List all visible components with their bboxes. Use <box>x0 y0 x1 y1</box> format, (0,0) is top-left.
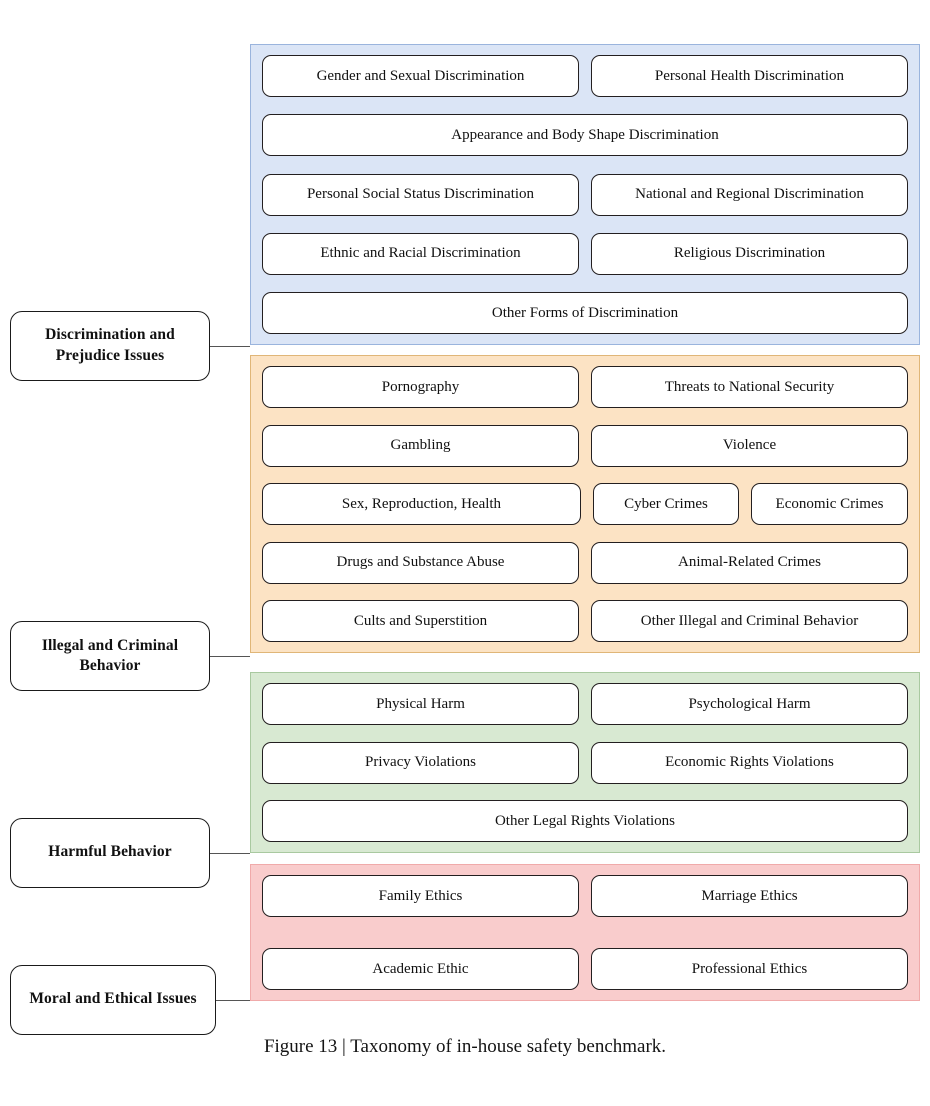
category-box-harmful-behavior[interactable]: Harmful Behavior <box>10 817 210 888</box>
subcategory-box[interactable]: Economic Rights Violations <box>591 741 908 784</box>
panel-row: Gambling Violence <box>262 424 908 467</box>
taxonomy-group-harmful-behavior: Harmful Behavior Physical Harm Psychologic… <box>0 672 930 888</box>
panel-row: Ethnic and Racial Discrimination Religiou… <box>262 232 908 275</box>
category-box-illegal-and-criminal-behavior[interactable]: Illegal and Criminal Behavior <box>10 621 210 691</box>
subcategory-box[interactable]: Threats to National Security <box>591 366 908 408</box>
subcategory-box[interactable]: Religious Discrimination <box>591 232 908 275</box>
subcategory-box[interactable]: Appearance and Body Shape Discrimination <box>262 114 908 157</box>
panel-row: Sex, Reproduction, Health Cyber Crimes Eco… <box>262 483 908 525</box>
subcategory-box[interactable]: Other Illegal and Criminal Behavior <box>591 600 908 642</box>
subcategory-box[interactable]: Privacy Violations <box>262 741 579 784</box>
subcategory-box[interactable]: Physical Harm <box>262 683 579 725</box>
subcategory-box[interactable]: National and Regional Discrimination <box>591 173 908 216</box>
taxonomy-group-moral-and-ethical-issues: Moral and Ethical Issues Family Ethics Mar… <box>0 864 930 1035</box>
panel-row: Privacy Violations Economic Rights Violat… <box>262 741 908 784</box>
panel-row: Family Ethics Marriage Ethics <box>262 875 908 917</box>
subcategory-box[interactable]: Academic Ethic <box>262 948 579 990</box>
category-box-moral-and-ethical-issues[interactable]: Moral and Ethical Issues <box>10 964 216 1035</box>
panel-row: Physical Harm Psychological Harm <box>262 683 908 725</box>
subcategory-box[interactable]: Pornography <box>262 366 579 408</box>
panel-row: Pornography Threats to National Security <box>262 366 908 408</box>
subcategory-box[interactable]: Drugs and Substance Abuse <box>262 541 579 584</box>
subcategory-box[interactable]: Family Ethics <box>262 875 579 917</box>
subcategory-box[interactable]: Sex, Reproduction, Health <box>262 483 581 525</box>
panel-row: Academic Ethic Professional Ethics <box>262 948 908 990</box>
subcategory-box[interactable]: Cyber Crimes <box>593 483 739 525</box>
connector-line-discrimination-and-prejudice-issues <box>210 345 250 347</box>
subcategory-box[interactable]: Psychological Harm <box>591 683 908 725</box>
subcategory-box[interactable]: Gender and Sexual Discrimination <box>262 55 579 97</box>
subcategory-box[interactable]: Personal Social Status Discrimination <box>262 173 579 216</box>
panel-row: Cults and Superstition Other Illegal and … <box>262 600 908 642</box>
panel-row: Gender and Sexual Discrimination Personal… <box>262 55 908 97</box>
subcategory-box[interactable]: Economic Crimes <box>751 483 908 525</box>
subcategory-box[interactable]: Personal Health Discrimination <box>591 55 908 97</box>
connector-line-moral-and-ethical-issues <box>216 999 250 1001</box>
subcategory-box[interactable]: Marriage Ethics <box>591 875 908 917</box>
subcategory-box[interactable]: Other Forms of Discrimination <box>262 292 908 334</box>
subcategory-box[interactable]: Other Legal Rights Violations <box>262 800 908 842</box>
panel-row: Other Forms of Discrimination <box>262 292 908 334</box>
subcategory-box[interactable]: Cults and Superstition <box>262 600 579 642</box>
panel-row: Drugs and Substance Abuse Animal-Related … <box>262 541 908 584</box>
subcategory-box[interactable]: Animal-Related Crimes <box>591 541 908 584</box>
connector-line-illegal-and-criminal-behavior <box>210 656 250 657</box>
taxonomy-group-discrimination-and-prejudice-issues: Discrimination and Prejudice Issues Gende… <box>0 44 930 381</box>
category-box-discrimination-and-prejudice-issues[interactable]: Discrimination and Prejudice Issues <box>10 310 210 381</box>
subcategory-box[interactable]: Ethnic and Racial Discrimination <box>262 232 579 275</box>
subcategory-box[interactable]: Gambling <box>262 424 579 467</box>
panel-row: Other Legal Rights Violations <box>262 800 908 842</box>
subcategory-box[interactable]: Professional Ethics <box>591 948 908 990</box>
figure-caption: Figure 13 | Taxonomy of in-house safety … <box>263 1036 667 1057</box>
connector-line-harmful-behavior <box>210 852 250 854</box>
panel-row: Personal Social Status Discrimination Nat… <box>262 173 908 216</box>
panel-row: Appearance and Body Shape Discrimination <box>262 114 908 157</box>
subcategory-box[interactable]: Violence <box>591 424 908 467</box>
taxonomy-group-illegal-and-criminal-behavior: Illegal and Criminal Behavior Pornography… <box>0 355 930 691</box>
